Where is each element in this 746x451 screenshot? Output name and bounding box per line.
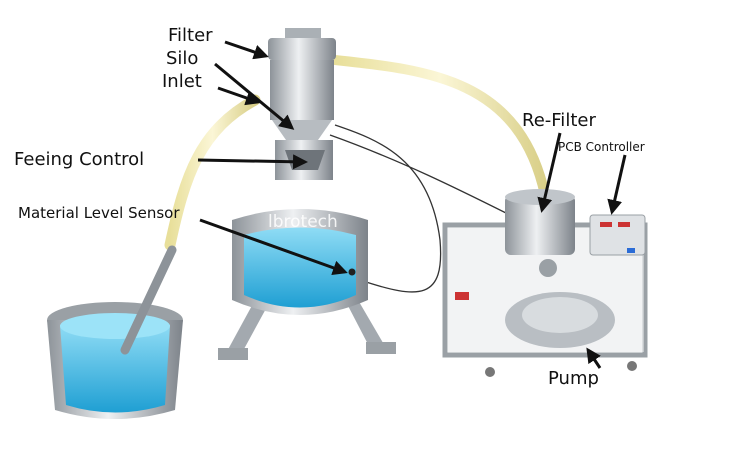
vacuum-hose	[330, 55, 550, 200]
arrow-pump	[586, 347, 602, 369]
label-inlet: Inlet	[162, 71, 202, 92]
arrow-re-filter	[537, 132, 562, 213]
suction-wand	[120, 245, 177, 355]
control-cable	[334, 124, 442, 293]
arrow-inlet	[217, 86, 261, 106]
material-bucket	[47, 302, 183, 419]
suction-hose	[164, 94, 261, 251]
receiving-hopper	[218, 209, 396, 360]
label-silo: Silo	[166, 48, 199, 69]
arrow-pcb-controller	[607, 154, 627, 215]
arrow-level-sensor	[199, 218, 348, 276]
label-filter: Filter	[168, 25, 213, 46]
control-cable-2	[329, 134, 511, 216]
callout-arrows	[197, 40, 627, 369]
pump-unit	[442, 189, 648, 377]
label-feeding-control: Feeing Control	[14, 149, 145, 170]
arrow-feeding-control	[197, 154, 308, 170]
arrow-filter	[224, 40, 269, 60]
label-pcb-controller: PCB Controller	[558, 140, 645, 154]
watermark: lbrotech	[268, 212, 338, 232]
vacuum-receiver	[268, 28, 336, 180]
label-re-filter: Re-Filter	[522, 110, 596, 131]
label-pump: Pump	[548, 368, 599, 389]
label-material-level-sensor: Material Level Sensor	[18, 204, 180, 222]
